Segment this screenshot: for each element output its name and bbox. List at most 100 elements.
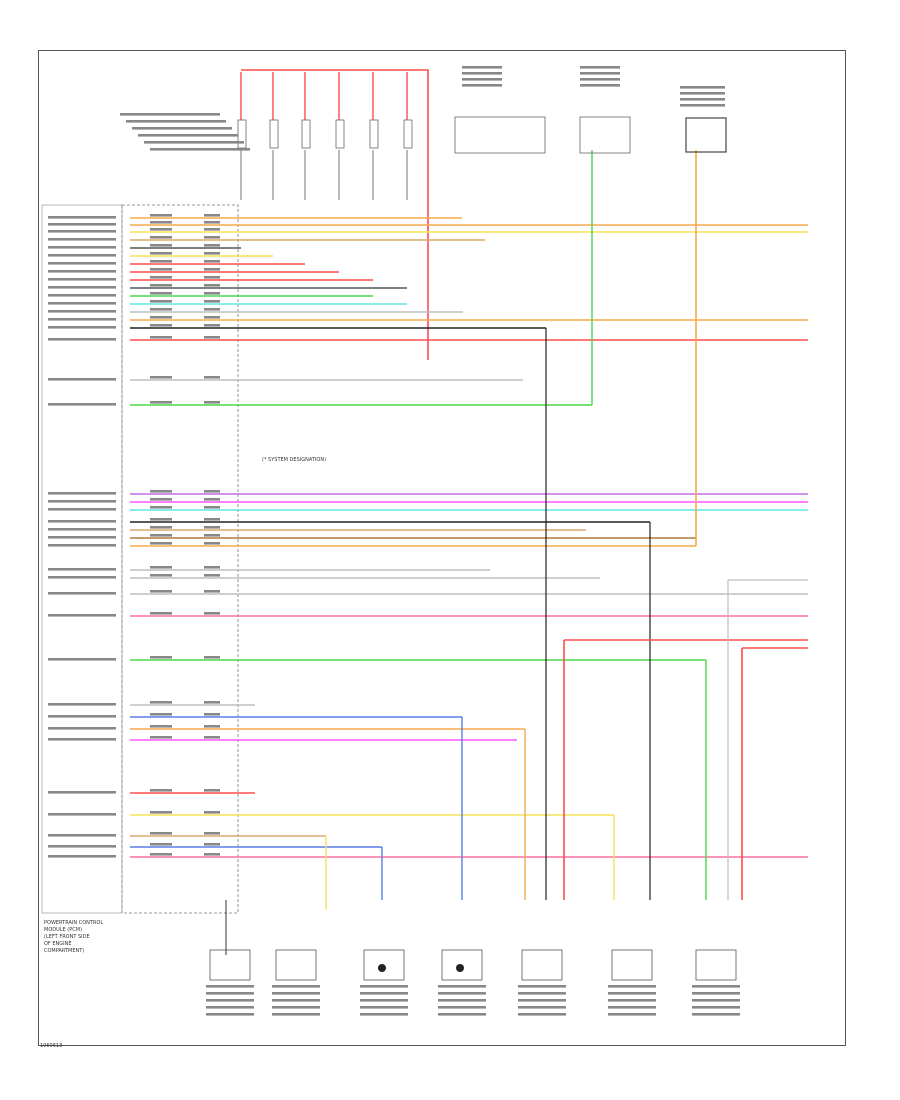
wire-color-code — [150, 490, 172, 493]
component-label — [680, 98, 725, 101]
component-label — [692, 1006, 740, 1009]
pcm-pin-label — [48, 536, 116, 539]
circuit-number — [204, 376, 220, 379]
pcm-pin-label — [48, 576, 116, 579]
wire-color-code — [150, 268, 172, 271]
pcm-pin-label — [48, 310, 116, 313]
circuit-number — [204, 574, 220, 577]
component-label — [580, 66, 620, 69]
switch-component — [275, 949, 317, 981]
wire-color-code — [150, 542, 172, 545]
pcm-module-label-line: OF ENGINE — [44, 941, 72, 947]
pcm-pin-label — [48, 528, 116, 531]
component-label — [692, 999, 740, 1002]
pcm-pin-label — [48, 715, 116, 718]
component-label — [518, 992, 566, 995]
wire-color-code — [150, 336, 172, 339]
pcm-pin-label — [48, 500, 116, 503]
circuit-number — [204, 542, 220, 545]
pcm-pin-label — [48, 238, 116, 241]
wire-color-code — [150, 811, 172, 814]
pcm-pin-label — [48, 326, 116, 329]
relay-component — [454, 116, 546, 154]
wire-color-code — [150, 518, 172, 521]
ground-symbol — [209, 949, 251, 981]
circuit-number — [204, 725, 220, 728]
circuit-number — [204, 324, 220, 327]
wire-color-code — [150, 566, 172, 569]
pcm-pin-label — [48, 278, 116, 281]
component-label — [608, 1006, 656, 1009]
component-label — [206, 1006, 254, 1009]
circuit-number — [204, 566, 220, 569]
circuit-number — [204, 401, 220, 404]
component-label — [272, 985, 320, 988]
pcm-pin-label — [48, 568, 116, 571]
component-label — [518, 999, 566, 1002]
pcm-pin-label — [48, 703, 116, 706]
pcm-module-label-line: MODULE (PCM) — [44, 927, 82, 933]
circuit-number — [204, 490, 220, 493]
wire-color-code — [150, 276, 172, 279]
circuit-number — [204, 811, 220, 814]
pcm-pin-label — [48, 492, 116, 495]
component-label — [462, 84, 502, 87]
component-label — [462, 78, 502, 81]
pcm-pin-label — [48, 614, 116, 617]
circuit-number — [204, 656, 220, 659]
solenoid-icon — [378, 964, 386, 972]
wire-color-code — [150, 526, 172, 529]
pcm-pin-label — [48, 246, 116, 249]
circuit-number — [204, 292, 220, 295]
wire-color-code — [150, 252, 172, 255]
pcm-pin-label — [48, 738, 116, 741]
wire-color-code — [150, 221, 172, 224]
component-label — [438, 1013, 486, 1016]
circuit-number — [204, 276, 220, 279]
pcm-pin-label — [48, 294, 116, 297]
component-label — [580, 72, 620, 75]
fuse-label — [120, 113, 220, 116]
pcm-pin-label — [48, 318, 116, 321]
pcm-pin-label — [48, 262, 116, 265]
component-label — [272, 1013, 320, 1016]
wire-color-code — [150, 713, 172, 716]
circuit-number — [204, 336, 220, 339]
fuse-icon — [269, 119, 279, 149]
circuit-number — [204, 228, 220, 231]
pcm-module-label-line: POWERTRAIN CONTROL — [44, 920, 103, 926]
circuit-number — [204, 701, 220, 704]
pcm-pin-label — [48, 378, 116, 381]
circuit-number — [204, 214, 220, 217]
component-label — [438, 992, 486, 995]
component-label — [272, 1006, 320, 1009]
component-label — [692, 985, 740, 988]
circuit-number — [204, 843, 220, 846]
component-label — [272, 999, 320, 1002]
wire-color-code — [150, 324, 172, 327]
component-label — [518, 1006, 566, 1009]
circuit-number — [204, 518, 220, 521]
component-label — [680, 86, 725, 89]
pcm-pin-label — [48, 338, 116, 341]
component-label — [360, 999, 408, 1002]
pcm-pin-label — [48, 230, 116, 233]
component-label — [518, 1013, 566, 1016]
wire-color-code — [150, 853, 172, 856]
circuit-number — [204, 853, 220, 856]
pcm-pin-label — [48, 270, 116, 273]
circuit-number — [204, 612, 220, 615]
b-plus-feed-wire — [241, 69, 429, 360]
circuit-number — [204, 736, 220, 739]
component-label — [462, 66, 502, 69]
solenoid-component — [363, 949, 405, 981]
fuse-icon — [237, 119, 247, 149]
wire-color-code — [150, 308, 172, 311]
pcm-pin-label — [48, 302, 116, 305]
circuit-number — [204, 498, 220, 501]
circuit-number — [204, 526, 220, 529]
component-label — [462, 72, 502, 75]
pcm-pin-label — [48, 791, 116, 794]
sensor-component — [685, 117, 727, 153]
